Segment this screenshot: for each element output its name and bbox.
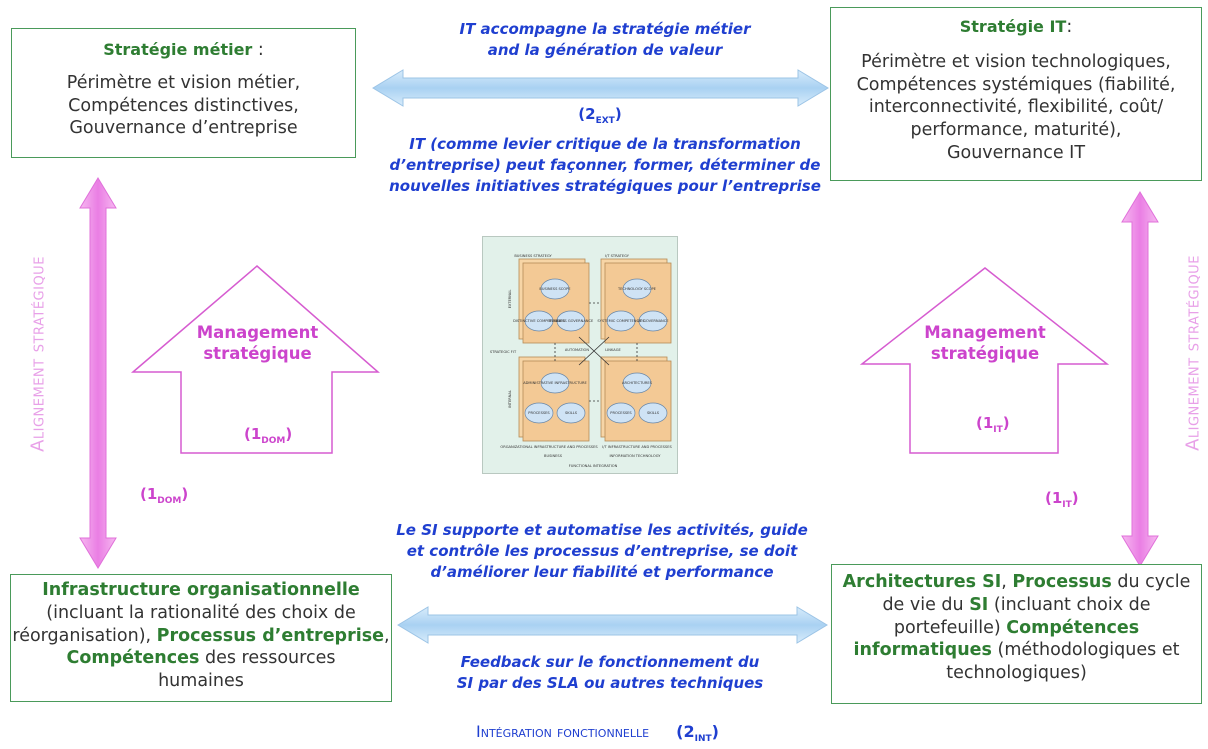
box-line: réorganisation), Processus d’entreprise, xyxy=(12,625,390,646)
management-left-code: (1DOM) xyxy=(244,425,293,446)
feedback-caption: Feedback sur le fonctionnement du SI par… xyxy=(456,653,764,692)
mini-label: TECHNOLOGY SCOPE xyxy=(617,287,657,291)
mini-label: SKILLS xyxy=(647,411,660,415)
business-strategy-line: Gouvernance d’entreprise xyxy=(69,118,298,139)
mini-label: PROCESSES xyxy=(528,411,550,415)
mini-label: BUSINESS GOVERNANCE xyxy=(549,319,594,323)
strategic-alignment-model-drawing: BUSINESS STRATEGY I/T STRATEGY BUSINESS … xyxy=(490,254,673,468)
management-shape-right xyxy=(859,267,1110,454)
right-arrow-code: (1IT) xyxy=(1045,489,1079,510)
box-line: technologiques) xyxy=(946,663,1087,683)
mini-label: EXTERNAL xyxy=(508,290,512,309)
box-line: portefeuille) Compétences xyxy=(893,617,1140,638)
mini-label: SKILLS xyxy=(565,411,578,415)
mini-label: INFORMATION TECHNOLOGY xyxy=(609,454,661,458)
mini-label: BUSINESS STRATEGY xyxy=(514,254,552,258)
box-line: humaines xyxy=(158,671,244,691)
business-strategy-box: Stratégie métier : Périmètre et vision m… xyxy=(11,28,356,158)
functional-integration-label: Intégration fonctionnelle (2INT) xyxy=(476,722,719,745)
si-support-caption: Le SI supporte et automatise les activit… xyxy=(396,521,808,581)
it-strategy-line: Gouvernance IT xyxy=(946,142,1086,163)
top-arrow-caption: IT accompagne la stratégie métier and la… xyxy=(459,20,751,59)
left-arrow-code: (1DOM) xyxy=(140,485,189,506)
organizational-infrastructure-title: Infrastructure organisationnelle xyxy=(42,580,360,600)
box-line: Architectures SI, Processus du cycle xyxy=(842,572,1191,592)
mini-label: LINKAGE xyxy=(605,348,621,352)
mini-label: ORGANIZATIONAL INFRASTRUCTURE AND PROCES… xyxy=(500,445,598,449)
box-line: de vie du SI (incluant choix de xyxy=(882,594,1151,615)
business-strategy-title: Stratégie métier : xyxy=(103,40,264,60)
mini-label: I/T GOVERNANCE xyxy=(638,319,670,323)
bottom-double-arrow xyxy=(397,606,828,644)
business-strategy-line: Périmètre et vision métier, xyxy=(66,72,301,93)
management-shape-left xyxy=(130,265,380,454)
mini-label: ARCHITECTURES xyxy=(622,381,653,385)
box-line: (incluant la rationalité des choix de xyxy=(46,602,356,623)
top-double-arrow xyxy=(372,69,829,107)
it-strategy-title: Stratégie IT: xyxy=(959,17,1073,37)
organizational-infrastructure-box: Infrastructure organisationnelle (inclua… xyxy=(10,574,392,702)
mini-label: I/T INFRASTRUCTURE AND PROCESSES xyxy=(602,445,672,449)
mini-label: DISTINCTIVE COMPETENCIES xyxy=(513,319,566,323)
box-line: Compétences des ressources xyxy=(66,648,336,669)
mini-label: PROCESSES xyxy=(610,411,632,415)
it-strategy-box: Stratégie IT: Périmètre et vision techno… xyxy=(830,7,1202,181)
mini-label: FUNCTIONAL INTEGRATION xyxy=(569,464,618,468)
vertical-label-right: Alignement stratégique xyxy=(1182,255,1204,451)
it-lever-caption: IT (comme levier critique de la transfor… xyxy=(389,135,821,195)
it-strategy-line: performance, maturité), xyxy=(910,120,1122,140)
it-strategy-line: Compétences systémiques (fiabilité, xyxy=(856,74,1176,95)
mini-label: BUSINESS SCOPE xyxy=(539,287,571,291)
mini-label: STRATEGIC FIT xyxy=(490,350,517,354)
right-vertical-arrow xyxy=(1121,191,1159,567)
management-right-label: Management stratégique xyxy=(924,323,1046,364)
strategic-alignment-model-image: BUSINESS STRATEGY I/T STRATEGY BUSINESS … xyxy=(482,236,678,474)
vertical-label-left: Alignement stratégique xyxy=(27,256,49,452)
it-strategy-line: Périmètre et vision technologiques, xyxy=(861,51,1171,72)
business-strategy-line: Compétences distinctives, xyxy=(68,95,299,116)
mini-label: ADMINISTRATIVE INFRASTRUCTURE xyxy=(523,381,587,385)
mini-label: I/T STRATEGY xyxy=(605,254,630,258)
mini-label: BUSINESS xyxy=(544,454,563,458)
left-vertical-arrow xyxy=(79,177,117,569)
box-line: informatiques (méthodologiques et xyxy=(853,640,1180,661)
mini-label: INTERNAL xyxy=(508,390,512,408)
it-strategy-line: interconnectivité, flexibilité, coût/ xyxy=(868,97,1164,118)
label-2ext: (2EXT) xyxy=(578,105,622,126)
management-right-code: (1IT) xyxy=(976,414,1010,435)
mini-label: AUTOMATION xyxy=(565,348,589,352)
si-architecture-box: Architectures SI, Processus du cycle de … xyxy=(831,564,1202,704)
mini-label: SYSTEMIC COMPETENCIES xyxy=(597,319,645,323)
management-left-label: Management stratégique xyxy=(196,323,319,364)
